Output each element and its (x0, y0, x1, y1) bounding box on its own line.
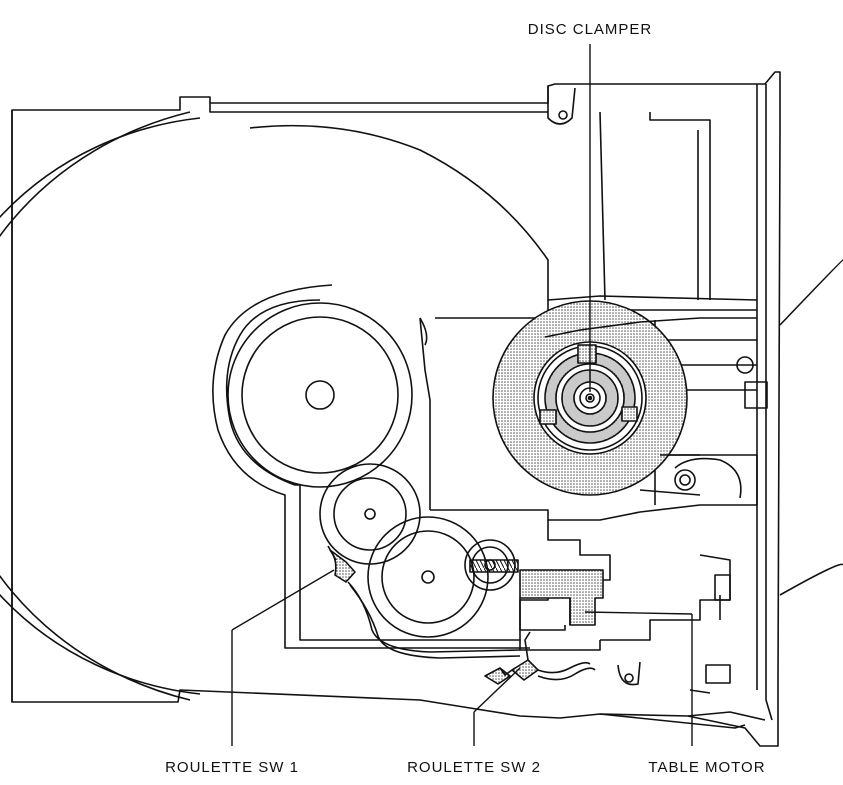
tray-edge-arc (779, 259, 843, 596)
disc-clamper-assembly (492, 300, 757, 496)
mount-tab-bottom (617, 661, 641, 686)
middle-gear (319, 463, 421, 565)
chassis-frame (11, 71, 843, 747)
roulette-switch-2 (484, 631, 596, 685)
leader-lines (231, 44, 693, 746)
label-table-motor: TABLE MOTOR (648, 759, 765, 776)
roulette-switch-1 (327, 545, 521, 659)
disc-tray (0, 111, 549, 701)
mount-tab-top (547, 86, 576, 125)
label-roulette-sw-1: ROULETTE SW 1 (165, 759, 299, 776)
main-gear (227, 302, 413, 488)
label-roulette-sw-2: ROULETTE SW 2 (407, 759, 541, 776)
worm-gear (367, 516, 519, 638)
table-motor (519, 569, 604, 631)
label-disc-clamper: DISC CLAMPER (528, 21, 653, 38)
mount-screw (674, 469, 696, 491)
